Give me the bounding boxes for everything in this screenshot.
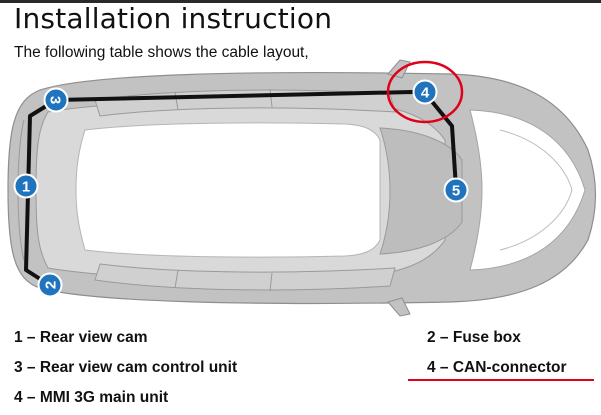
legend-item-4-mmi: 4 – MMI 3G main unit	[14, 389, 169, 406]
marker-3: 3	[43, 87, 69, 113]
highlight-circle	[386, 60, 464, 124]
header-rule	[0, 0, 601, 3]
page-title: Installation instruction	[14, 2, 333, 35]
marker-3-label: 3	[47, 96, 64, 104]
legend-item-3: 3 – Rear view cam control unit	[14, 359, 238, 376]
car-cable-layout-diagram: 1 2 3 4 5	[7, 59, 597, 317]
car-hood	[469, 109, 586, 271]
marker-2-label: 2	[43, 281, 60, 289]
car-window-bottom	[94, 263, 396, 291]
marker-4: 4	[412, 79, 438, 105]
marker-5-label: 5	[452, 183, 460, 200]
legend-item-4-can: 4 – CAN-connector	[427, 359, 567, 376]
marker-1: 1	[13, 173, 39, 199]
car-windshield	[379, 127, 463, 255]
marker-2: 2	[37, 272, 63, 298]
can-connector-underline	[408, 379, 594, 381]
legend-item-2: 2 – Fuse box	[427, 329, 521, 346]
marker-5: 5	[443, 177, 469, 203]
car-roof	[75, 122, 381, 258]
legend-item-1: 1 – Rear view cam	[14, 329, 148, 346]
mirror-bottom	[387, 297, 411, 317]
cable-route-front	[423, 91, 458, 189]
marker-1-label: 1	[22, 179, 30, 196]
page-subtitle: The following table shows the cable layo…	[14, 44, 309, 61]
marker-4-label: 4	[421, 85, 430, 102]
mirror-top	[387, 59, 411, 79]
